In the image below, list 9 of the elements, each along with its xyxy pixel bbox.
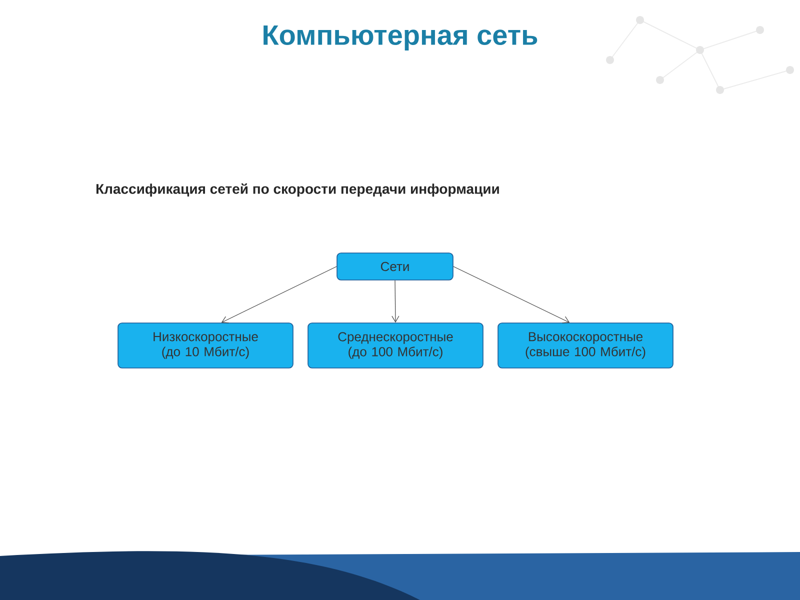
process-box: Низкоскоростные (до 10 Мбит/с): [118, 322, 294, 368]
process-box: Высокоскоростные (свыше 100 Мбит/с): [498, 322, 674, 368]
process-box: Сети: [336, 252, 454, 280]
heading: Классификация сетей по скорости передачи информации: [96, 183, 499, 197]
process-box: Среднескоростные (до 100 Мбит/с): [308, 322, 484, 368]
arrow: [453, 266, 570, 324]
arrow: [392, 280, 400, 323]
arrow: [221, 266, 337, 324]
title: Компьютерная сеть: [264, 25, 538, 51]
